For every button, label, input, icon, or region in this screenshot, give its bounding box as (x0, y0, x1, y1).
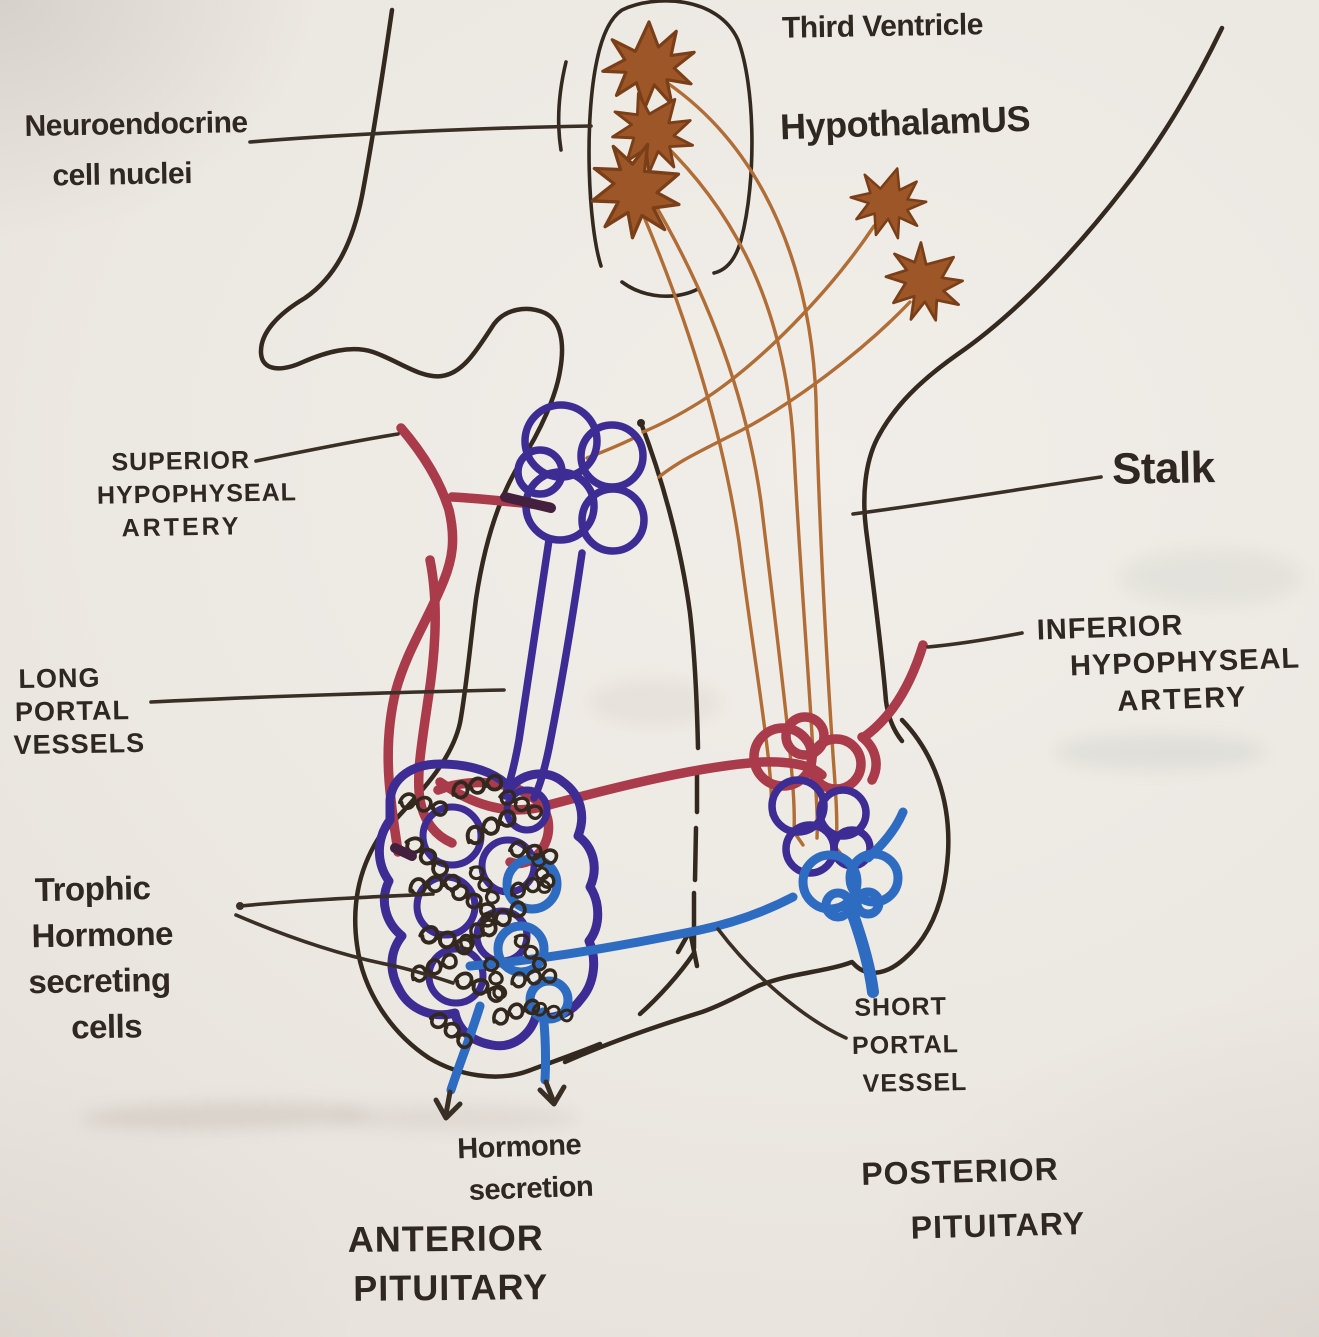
nucleus-starburst (868, 224, 981, 338)
trabecular-artery-cross (435, 757, 827, 815)
label-long-portal-vessels: LONG PORTAL VESSELS (13, 662, 146, 761)
label-hypothalamus: HypothalamUS (779, 97, 1031, 148)
label-inferior-hypophyseal-artery: INFERIOR HYPOPHYSEAL ARTERY (1036, 609, 1301, 718)
inferior-hypophyseal-artery (857, 640, 928, 785)
nucleus-starburst (841, 157, 934, 247)
axon-to-plexus (657, 300, 912, 479)
primary-capillary-plexus-loop (578, 485, 648, 555)
short-portal-vessel (465, 892, 798, 971)
hormone-vein-stem (446, 1001, 485, 1095)
label-anterior-pituitary: ANTERIOR PITUITARY (347, 1217, 549, 1309)
leader-superior-artery (254, 432, 400, 463)
primary-capillary-plexus-loop (514, 446, 566, 498)
label-short-portal-vessel: SHORT PORTAL VESSEL (851, 992, 968, 1098)
label-third-ventricle: Third Ventricle (781, 8, 984, 45)
artery-plexus-junction (500, 492, 556, 513)
artery-mass-junction (390, 843, 417, 861)
leader-trophic-b (234, 913, 455, 985)
label-trophic-hormone-secreting-cells: Trophic Hormone secreting cells (28, 869, 174, 1046)
anatomy-outlines (258, 0, 1225, 1079)
sella-bowl-inner-stroke (637, 950, 697, 1017)
leader-dot (236, 902, 244, 910)
bleedthrough-smudge (1055, 735, 1265, 769)
leader-short-portal (716, 927, 848, 1040)
stalk-inner-outline (638, 420, 701, 751)
secretion-arrow (537, 1079, 567, 1107)
brain-outline-left (258, 7, 603, 1079)
label-superior-hypophyseal-artery: SUPERIOR HYPOPHYSEAL ARTERY (96, 446, 298, 543)
leader-inferior-artery (926, 631, 1024, 649)
posterior-blue-arc (863, 807, 908, 863)
label-hormone-secretion: Hormone secretion (456, 1129, 594, 1207)
sella-bowl-outline (562, 959, 855, 1065)
label-stalk: Stalk (1111, 443, 1216, 494)
long-portal-vessel (501, 536, 553, 800)
long-portal-vessel (530, 549, 586, 802)
posterior-blue-capillary (852, 887, 884, 919)
lobe-divider-dashes (691, 769, 700, 951)
leader-neuroendocrine (248, 124, 593, 144)
secretion-arrow (433, 1089, 463, 1121)
anterior-lobule-ring (419, 803, 485, 869)
leader-trophic-a (239, 892, 435, 908)
stalk-line-start-dot (637, 419, 645, 427)
hormone-vein-stem (538, 1007, 551, 1085)
hormone-secretion-arrows (433, 1079, 567, 1121)
artery-descending-branch (413, 555, 457, 848)
bleedthrough-smudge (1120, 550, 1300, 605)
anterior-pituitary-mass-outline (374, 759, 603, 1051)
brain-outline-right (862, 25, 1225, 744)
label-posterior-pituitary: POSTERIOR PITUITARY (860, 1150, 1086, 1246)
posterior-vein-stem (846, 906, 879, 998)
posterior-blue-capillary (821, 888, 855, 922)
vessel-junctions (390, 492, 556, 861)
axon-fiber (640, 210, 774, 817)
third-ventricle-outline (556, 0, 754, 298)
posterior-red-capillary (781, 712, 829, 760)
nucleus-starburst (601, 20, 696, 110)
label-neuroendocrine-cell-nuclei: Neuroendocrine cell nuclei (24, 106, 248, 193)
posterior-lobe-outline (850, 717, 951, 976)
leader-stalk (851, 475, 1103, 516)
leader-long-portal (149, 688, 506, 704)
leader-lines (149, 124, 1103, 1121)
